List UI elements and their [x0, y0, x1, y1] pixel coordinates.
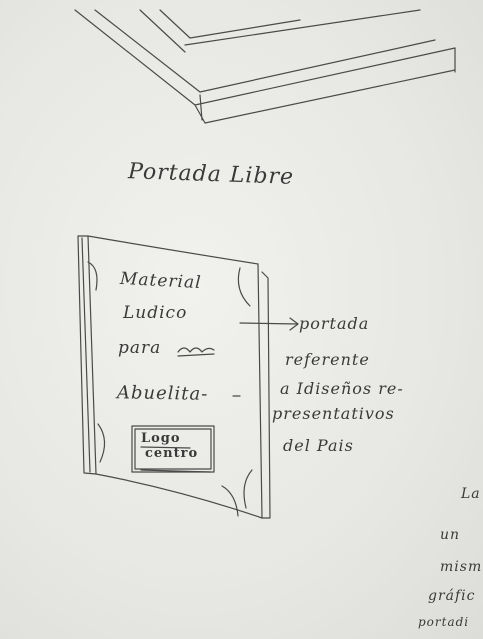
cover-text-line: Ludico [123, 303, 188, 323]
box-sketch [74, 9, 456, 124]
side-note-line: gráfic [428, 588, 476, 604]
cover-text-line: Material [119, 268, 203, 294]
logo-label: centro [145, 446, 199, 461]
cover-text-line: Abuelita- [116, 382, 209, 405]
side-note-line: mism [440, 559, 483, 575]
side-note-line: portadi [418, 615, 470, 629]
annotation-line: a Idiseños re- [280, 379, 404, 398]
annotation-line: referente [285, 350, 370, 369]
book-cover-sketch [77, 235, 271, 519]
cover-text-line: para [118, 338, 162, 358]
logo-label: Logo [141, 431, 181, 446]
annotation-line: presentativos [272, 404, 395, 423]
annotation-line: portada [299, 314, 370, 333]
side-note-line: La [461, 486, 481, 502]
arrow [239, 317, 299, 331]
side-note-line: un [440, 527, 461, 543]
logo-box [131, 425, 215, 473]
annotation-line: del Pais [283, 436, 354, 455]
